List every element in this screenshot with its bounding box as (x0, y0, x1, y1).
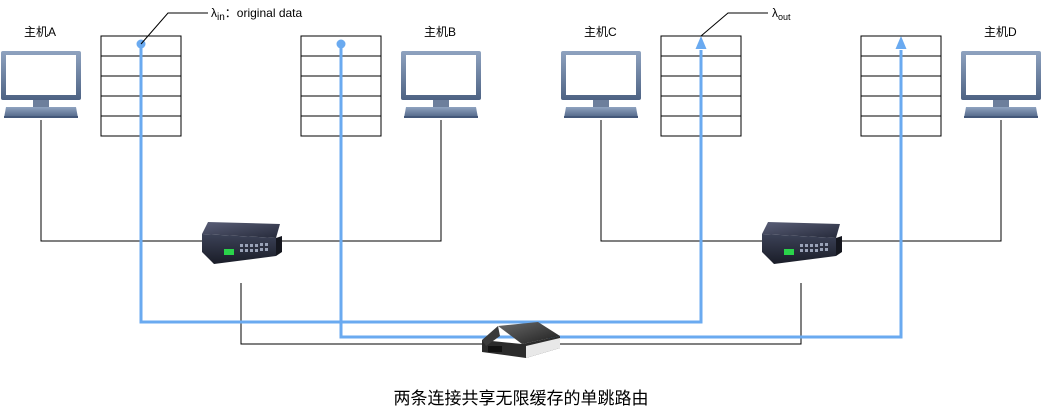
switch-icon-2 (762, 222, 842, 264)
host-label-a: 主机A (24, 25, 56, 39)
flow-A-to-C (139, 44, 703, 324)
flow-arrowhead-D (895, 36, 907, 49)
switch-icon-1 (202, 222, 282, 264)
computer-icon-c (561, 51, 641, 118)
link-hostB-switch1 (280, 120, 442, 242)
link-hostD-switch2 (840, 120, 1002, 242)
flow-B-to-D (339, 44, 903, 339)
lambda-out-leader (700, 12, 768, 37)
link-hostC-switch2 (600, 120, 768, 242)
links (40, 120, 1002, 345)
host-label-d: 主机D (984, 25, 1017, 39)
flow-start-dot-B (336, 39, 346, 49)
link-switch1-router (240, 283, 485, 345)
buffer-1 (100, 35, 182, 137)
lambda-in-label: λin：original data (211, 6, 303, 23)
host-label-c: 主机C (584, 25, 617, 39)
flows (139, 44, 903, 339)
computer-icon-d (961, 51, 1041, 118)
computer-icon-b (401, 51, 481, 118)
lambda-out-label: λout (772, 6, 791, 22)
link-hostA-switch1 (40, 120, 208, 242)
computer-icon-a (1, 51, 81, 118)
diagram-caption: 两条连接共享无限缓存的单跳路由 (394, 389, 649, 409)
router-icon (482, 322, 560, 358)
host-label-b: 主机B (424, 25, 456, 39)
link-switch2-router (555, 283, 802, 345)
flow-arrowhead-C (695, 36, 707, 49)
lambda-in-leader (140, 12, 208, 45)
